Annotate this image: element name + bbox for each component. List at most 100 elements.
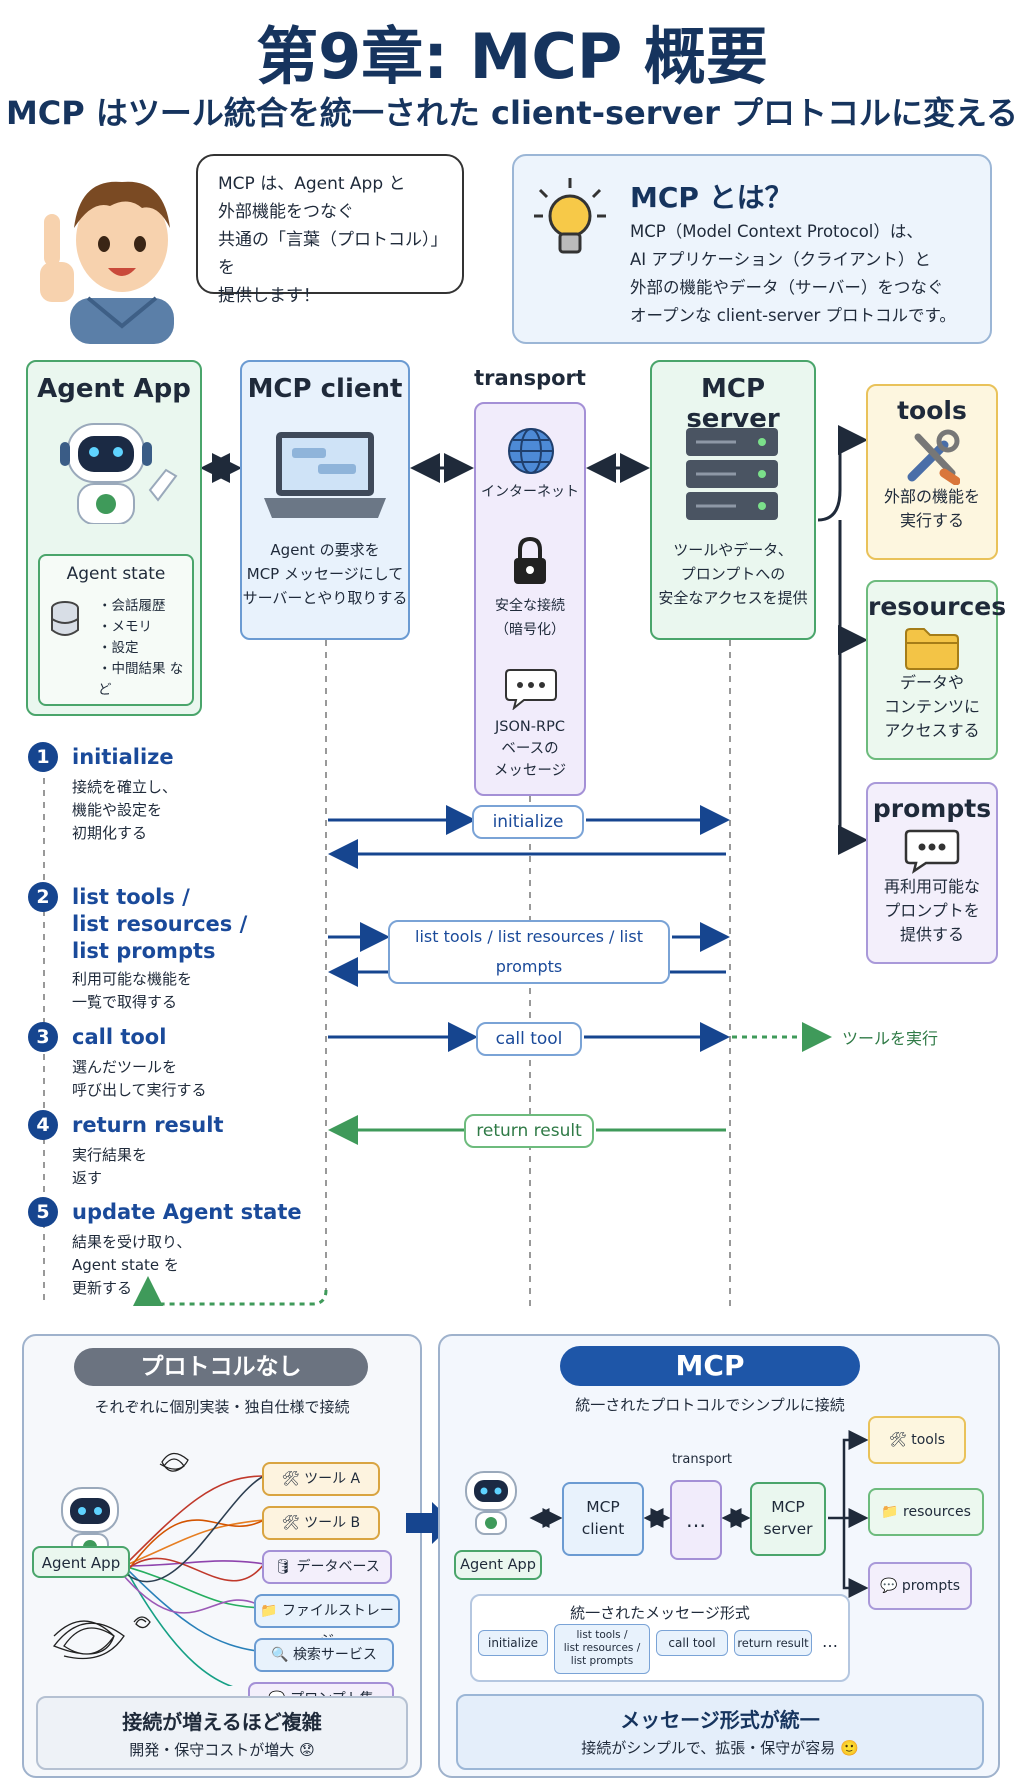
client-desc-line: MCP メッセージにして (246, 565, 404, 583)
folder-icon (905, 628, 959, 670)
speech-bubble: MCP は、Agent App と 外部機能をつなぐ 共通の「言葉（プロトコル）… (196, 154, 464, 306)
step-title: list tools / list resources / list promp… (72, 884, 247, 965)
folder-icon: 📁 (881, 1504, 899, 1520)
footer-desc-text: 開発・保守コストが増大 (129, 1741, 295, 1759)
message-initialize: initialize (472, 805, 584, 839)
format-item: initialize (478, 1630, 548, 1656)
boy-illustration (40, 181, 174, 344)
step-desc: 接続を確立し、 機能や設定を 初期化する (72, 776, 177, 845)
client-desc-line: サーバーとやり取りする (242, 589, 408, 607)
target-label: データベース (296, 1559, 380, 1575)
cap-label: resources (903, 1504, 971, 1520)
step-desc-line: 返す (72, 1169, 103, 1187)
mcp-cap-tools: 🛠 tools (868, 1416, 966, 1464)
mcp-panel-subtitle: 統一されたプロトコルでシンプルに接続 (575, 1396, 845, 1414)
what-is-line: AI アプリケーション（クライアント）と (630, 250, 931, 269)
step-desc-line: 呼び出して実行する (72, 1081, 207, 1099)
cap-desc-line: プロンプトを (884, 901, 980, 920)
folder-icon: 📁 (260, 1603, 278, 1619)
no-protocol-subtitle: それぞれに個別実装・独自仕様で接続 (94, 1398, 350, 1416)
capability-prompts: prompts 再利用可能な プロンプトを 提供する (866, 782, 998, 964)
mcp-client-box: MCP client (562, 1482, 644, 1556)
step-title: call tool (72, 1025, 167, 1049)
step-title: update Agent state (72, 1200, 302, 1224)
message-return-result: return result (464, 1114, 594, 1148)
capability-title: resources (868, 592, 1007, 621)
step-desc-line: Agent state を (72, 1256, 179, 1274)
step-desc-line: 一覧で取得する (72, 993, 178, 1011)
execute-tool-label: ツールを実行 (842, 1029, 939, 1048)
mcp-cap-prompts: 💬 prompts (868, 1562, 972, 1610)
server-desc-line: ツールやデータ、 (673, 541, 793, 559)
lock-icon (514, 536, 546, 584)
step-desc-line: 接続を確立し、 (72, 778, 178, 796)
step-title-line: list resources / (72, 912, 248, 936)
tools-icon (907, 429, 960, 485)
jsonrpc-line: ベースの (501, 741, 559, 757)
robot-icon (60, 423, 178, 524)
step-desc: 選んだツールを 呼び出して実行する (72, 1056, 207, 1102)
message-list: list tools / list resources / list promp… (388, 920, 670, 984)
capability-title: tools (897, 396, 967, 425)
mcp-transport-label: transport (671, 1452, 733, 1467)
server-desc-line: 安全なアクセスを提供 (658, 589, 808, 607)
tangled-connections (52, 1452, 265, 1686)
jsonrpc-line: メッセージ (493, 763, 567, 779)
secure-label: 安全な接続 （暗号化） (476, 594, 584, 642)
format-item: … (822, 1632, 838, 1651)
no-protocol-footer: 接続が増えるほど複雑 開発・保守コストが増大 😟 (36, 1696, 408, 1770)
mcp-cap-resources: 📁 resources (868, 1488, 984, 1536)
mcp-server-box: MCP server (750, 1482, 826, 1556)
mcp-footer-desc: 接続がシンプルで、拡張・保守が容易 🙂 (458, 1737, 982, 1758)
robot-icon (465, 1471, 517, 1535)
capability-tools: tools 外部の機能を 実行する (866, 384, 998, 560)
speech-line: 共通の「言葉（プロトコル）」を (218, 230, 439, 278)
step-desc-line: 選んだツールを (72, 1058, 178, 1076)
agent-app-title: Agent App (37, 374, 191, 404)
server-desc-line: プロンプトへの (680, 565, 786, 583)
server-box-line: server (763, 1520, 813, 1538)
format-item: return result (734, 1630, 812, 1656)
what-is-mcp-box: MCP とは？ MCP（Model Context Protocol）は、 AI… (512, 154, 992, 344)
smile-face-icon: 🙂 (840, 1739, 859, 1757)
jsonrpc-label: JSON-RPC ベースの メッセージ (476, 716, 584, 782)
capability-desc: データや コンテンツに アクセスする (868, 671, 996, 743)
agent-state-item: ・メモリ (98, 619, 152, 635)
footer-desc-text: 接続がシンプルで、拡張・保守が容易 (581, 1739, 836, 1757)
jsonrpc-line: JSON-RPC (495, 719, 565, 735)
target-label: 検索サービス (292, 1647, 377, 1663)
mcp-panel: MCP 統一されたプロトコルでシンプルに接続 Agent App MCP cli… (438, 1334, 1000, 1778)
page-subtitle: MCP はツール統合を統一された client-server プロトコルに変える (5, 94, 1019, 132)
tools-icon: 🛠 (281, 1515, 300, 1531)
mcp-client-title: MCP client (247, 374, 403, 404)
client-box-line: client (581, 1520, 625, 1538)
globe-icon (508, 428, 554, 474)
capability-desc: 再利用可能な プロンプトを 提供する (868, 875, 996, 947)
step-title-line: list prompts (72, 939, 216, 963)
mcp-server-panel: MCP server ツールやデータ、 プロンプトへの 安全なアクセスを提供 (650, 360, 816, 640)
step-number: 3 (28, 1022, 58, 1052)
message-call-tool: call tool (476, 1022, 582, 1056)
agent-state-item: ・設定 (98, 640, 139, 656)
format-item: list tools / list resources / list promp… (554, 1624, 650, 1674)
step-desc-line: 更新する (72, 1279, 133, 1297)
server-box-line: MCP (771, 1498, 805, 1516)
no-protocol-footer-desc: 開発・保守コストが増大 😟 (38, 1739, 406, 1760)
lightbulb-icon (534, 178, 606, 254)
tools-icon: 🛠 (888, 1432, 907, 1448)
no-protocol-title: プロトコルなし (74, 1348, 368, 1386)
cap-label: prompts (901, 1578, 961, 1594)
agent-state-item: ・中間結果 など (98, 661, 184, 698)
mcp-footer: メッセージ形式が統一 接続がシンプルで、拡張・保守が容易 🙂 (456, 1694, 984, 1770)
what-is-title: MCP とは？ (630, 181, 793, 214)
step-desc: 結果を受け取り、 Agent state を 更新する (72, 1231, 191, 1300)
step-title-line: list tools / (72, 885, 190, 909)
target-tool-b: 🛠 ツール B (262, 1506, 380, 1540)
step-number: 2 (28, 882, 58, 912)
mcp-client-desc: Agent の要求を MCP メッセージにして サーバーとやり取りする (242, 538, 408, 610)
step-title: initialize (72, 745, 174, 769)
step-desc-line: 結果を受け取り、 (72, 1233, 192, 1251)
secure-line: （暗号化） (495, 622, 565, 638)
internet-label: インターネット (481, 484, 579, 500)
server-rack-icon (686, 428, 778, 520)
